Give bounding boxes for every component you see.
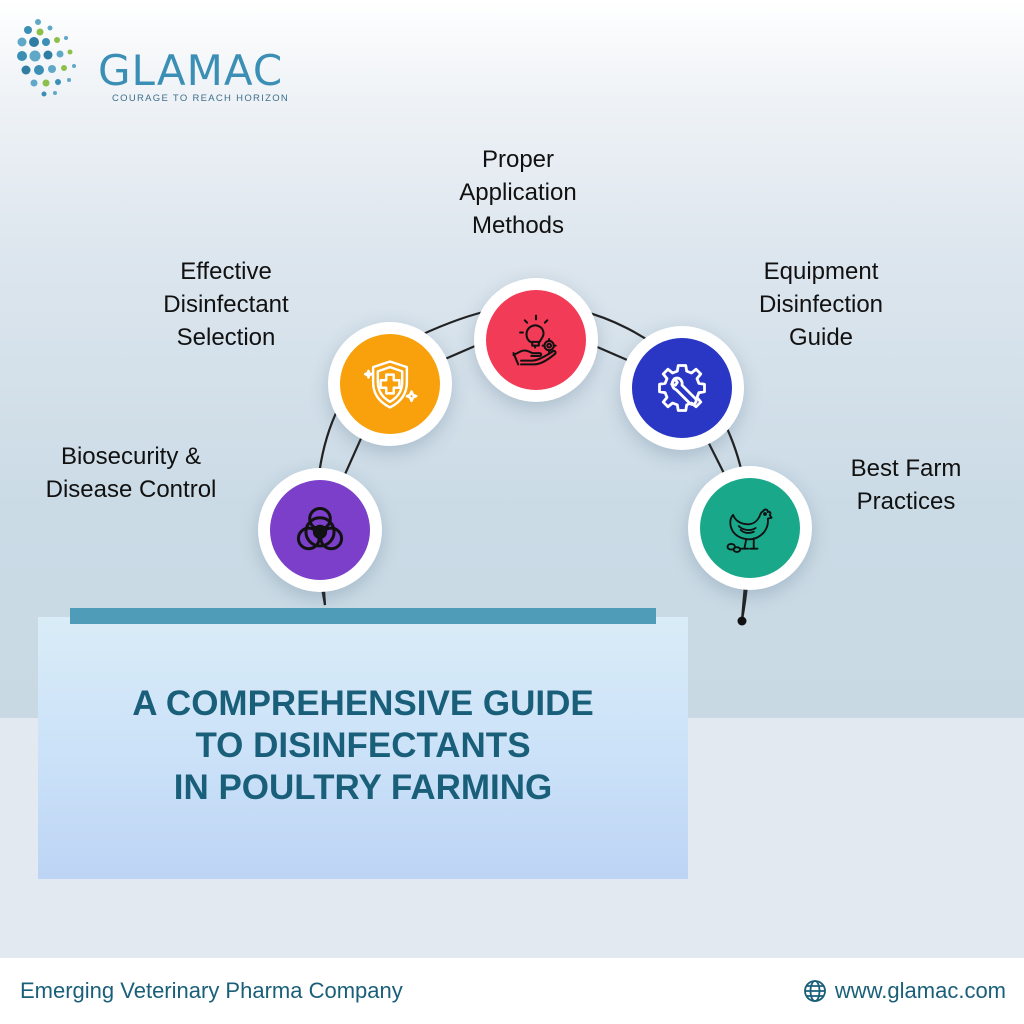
title-accent-bar [70, 608, 656, 624]
globe-icon [803, 980, 826, 1002]
logo-dots-icon [17, 19, 76, 97]
node-practices [688, 466, 812, 590]
page-title: A COMPREHENSIVE GUIDE TO DISINFECTANTS I… [38, 683, 688, 809]
label-selection: Effective Disinfectant Selection [140, 255, 312, 354]
node-selection [328, 322, 452, 446]
shield-plus-icon [363, 360, 418, 409]
label-practices: Best Farm Practices [828, 452, 984, 518]
lightbulb-gear-hand-icon [512, 314, 557, 366]
title-panel [38, 617, 688, 879]
footer-website-link[interactable]: www.glamac.com [803, 978, 1006, 1004]
label-selection-line-2: Disinfectant [163, 291, 289, 318]
label-application-line-1: Proper [481, 146, 555, 173]
biohazard-icon [296, 506, 344, 551]
label-equipment-line-2: Disinfection [758, 291, 884, 318]
label-biosecurity: Biosecurity & Disease Control [18, 440, 244, 506]
node-biosecurity-badge [270, 480, 370, 580]
title-line-2: TO DISINFECTANTS [195, 726, 531, 765]
node-selection-badge [340, 334, 440, 434]
title-line-1: A COMPREHENSIVE GUIDE [132, 684, 594, 723]
logo: GLAMAC COURAGE TO REACH HORIZON [14, 14, 294, 104]
label-biosecurity-line-1: Biosecurity & [60, 443, 202, 470]
footer-website-text[interactable]: www.glamac.com [834, 978, 1006, 1003]
node-application [474, 278, 598, 402]
label-application: Proper Application Methods [432, 143, 604, 242]
label-practices-line-2: Practices [856, 488, 956, 515]
footer-tagline: Emerging Veterinary Pharma Company [20, 978, 403, 1003]
label-selection-line-3: Selection [176, 324, 276, 351]
label-equipment-line-3: Guide [788, 324, 854, 351]
label-application-line-3: Methods [471, 212, 565, 239]
node-practices-badge [700, 478, 800, 578]
label-selection-line-1: Effective [180, 258, 272, 285]
footer: Emerging Veterinary Pharma Company www.g… [0, 958, 1024, 1024]
node-application-badge [486, 290, 586, 390]
label-equipment-line-1: Equipment [763, 258, 879, 285]
brand-name: GLAMAC [98, 46, 284, 95]
node-equipment-badge [632, 338, 732, 438]
title-line-3: IN POULTRY FARMING [173, 768, 553, 807]
node-equipment [620, 326, 744, 450]
node-biosecurity [258, 468, 382, 592]
label-biosecurity-line-2: Disease Control [45, 476, 217, 503]
label-application-line-2: Application [459, 179, 577, 206]
label-equipment: Equipment Disinfection Guide [734, 255, 908, 354]
chicken-icon [726, 508, 773, 553]
label-practices-line-1: Best Farm [850, 455, 962, 482]
brand-tagline: COURAGE TO REACH HORIZON [112, 93, 290, 104]
gear-wrench-icon [658, 364, 706, 412]
